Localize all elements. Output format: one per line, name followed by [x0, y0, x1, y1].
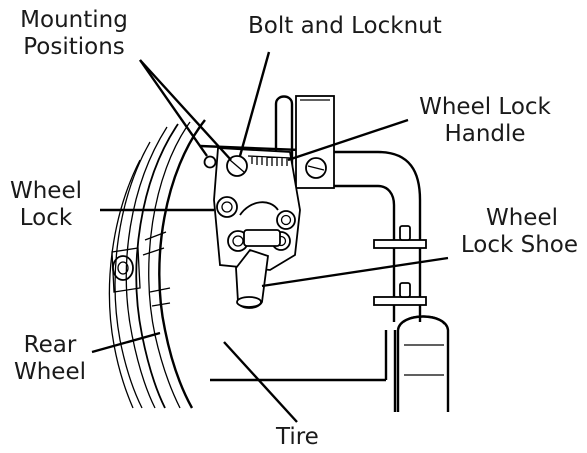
label-wheel-lock-shoe-line-1: Wheel: [485, 205, 558, 231]
label-wheel-lock: Wheel Lock: [0, 178, 92, 232]
leader-bolt-and-locknut: [238, 51, 271, 157]
label-wheel-lock-line-1: Wheel: [9, 178, 82, 204]
label-mounting-positions-line-2: Positions: [23, 34, 125, 60]
label-wheel-lock-handle: Wheel Lock Handle: [400, 94, 570, 148]
leader-lines: [91, 51, 449, 423]
label-rear-wheel: Rear Wheel: [10, 332, 90, 386]
label-wheel-lock-line-2: Lock: [19, 205, 73, 231]
leader-tire: [223, 341, 298, 423]
label-wheel-lock-shoe-line-2: Lock Shoe: [460, 232, 578, 258]
leader-rear-wheel: [91, 331, 161, 354]
leader-mounting-positions-2: [139, 59, 232, 161]
label-rear-wheel-line-2: Wheel: [13, 359, 86, 385]
label-tire: Tire: [276, 424, 319, 450]
label-wheel-lock-handle-line-1: Wheel Lock: [419, 94, 551, 120]
rear-wheel: [108, 119, 206, 409]
label-bolt-and-locknut: Bolt and Locknut: [248, 13, 442, 39]
wheel-lock-handle: [274, 95, 335, 220]
label-rear-wheel-line-1: Rear: [23, 332, 77, 358]
leader-wheel-lock-handle: [287, 118, 409, 162]
label-mounting-positions-line-1: Mounting: [20, 7, 128, 33]
wheel-lock-body: [203, 147, 301, 271]
label-wheel-lock-handle-line-2: Handle: [444, 121, 526, 147]
wheel-lock-shoe: [235, 248, 269, 309]
label-mounting-positions: Mounting Positions: [0, 7, 148, 61]
wheelchair-frame: [199, 144, 450, 412]
label-wheel-lock-shoe: Wheel Lock Shoe: [420, 205, 578, 259]
leader-wheel-lock-shoe: [261, 256, 449, 288]
leader-mounting-positions-1: [139, 59, 208, 157]
